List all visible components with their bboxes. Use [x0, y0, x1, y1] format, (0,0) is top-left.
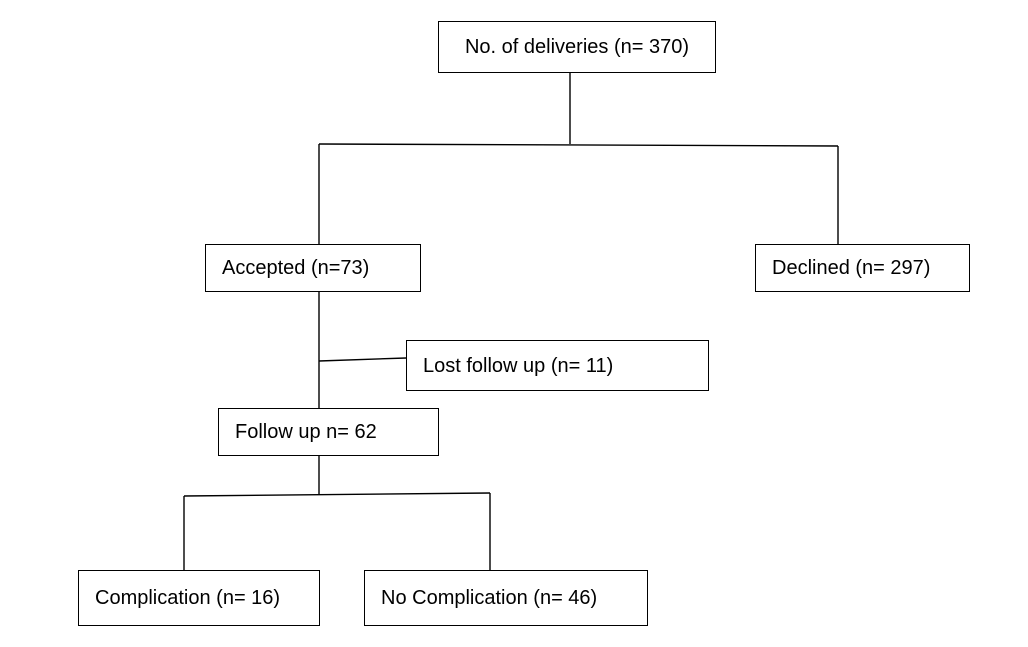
node-declined: Declined (n= 297) [755, 244, 970, 292]
node-follow-up-label: Follow up n= 62 [235, 421, 377, 443]
node-accepted-label: Accepted (n=73) [222, 257, 370, 279]
node-total-deliveries: No. of deliveries (n= 370) [438, 21, 716, 73]
node-lost-follow-up-label: Lost follow up (n= 11) [423, 354, 614, 377]
node-complication-label: Complication (n= 16) [95, 587, 281, 609]
node-complication: Complication (n= 16) [78, 570, 320, 626]
node-follow-up: Follow up n= 62 [218, 408, 439, 456]
node-declined-label: Declined (n= 297) [772, 257, 931, 279]
connector-to-lost [318, 357, 407, 362]
node-lost-follow-up: Lost follow up (n= 11) [406, 340, 709, 391]
node-accepted: Accepted (n=73) [205, 244, 421, 292]
node-no-complication: No Complication (n= 46) [364, 570, 648, 626]
connector-top-split [318, 143, 839, 147]
node-total-deliveries-label: No. of deliveries (n= 370) [464, 36, 689, 58]
connector-bottom-split [183, 492, 491, 497]
node-no-complication-label: No Complication (n= 46) [381, 587, 598, 609]
